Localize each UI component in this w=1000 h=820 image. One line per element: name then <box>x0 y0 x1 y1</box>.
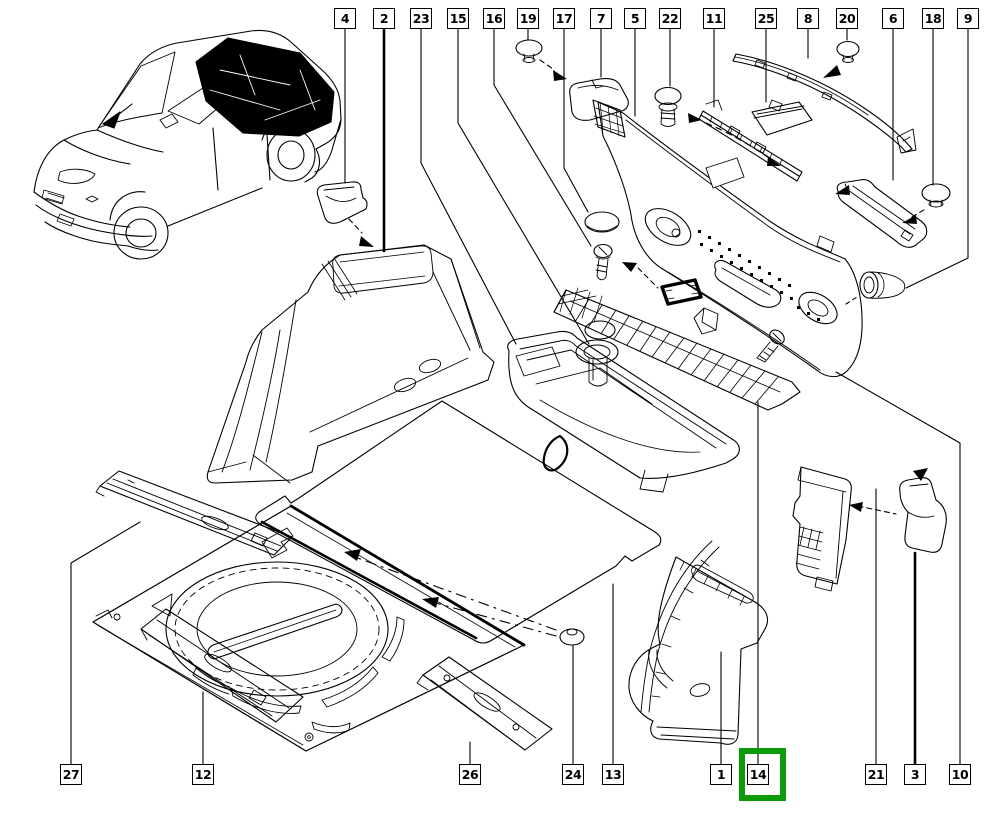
arrow-icon <box>823 65 841 78</box>
boot-floor-panel <box>92 504 526 752</box>
arrow-icon <box>849 502 863 512</box>
leader-line-27 <box>70 521 141 765</box>
arrow-icon <box>688 113 702 123</box>
part-16-screw <box>593 243 613 281</box>
part-7-small-bracket-trim <box>539 59 629 121</box>
leader-line-16 <box>493 27 592 247</box>
callout-16[interactable]: 16 <box>483 8 505 29</box>
part-14-boot-sill-scuff-plate <box>553 287 801 411</box>
tailgate-trim-panel <box>592 99 863 378</box>
arrow-icon <box>902 215 917 224</box>
callout-21[interactable]: 21 <box>865 764 887 785</box>
leader-line-15 <box>457 27 590 345</box>
leader-line-23 <box>420 27 517 345</box>
callout-7[interactable]: 7 <box>590 8 612 29</box>
highlight-frame <box>739 748 786 801</box>
callout-10[interactable]: 10 <box>949 764 971 785</box>
arrow-icon <box>344 549 361 561</box>
part-26-floor-rail <box>416 656 553 751</box>
leader-line-17 <box>563 27 589 213</box>
part-2-left-quarter-trim-panel <box>206 244 495 484</box>
callout-4[interactable]: 4 <box>334 8 356 29</box>
callout-18[interactable]: 18 <box>922 8 944 29</box>
callout-26[interactable]: 26 <box>459 764 481 785</box>
callout-5[interactable]: 5 <box>624 8 646 29</box>
part-4-small-trim-piece <box>316 181 374 247</box>
callout-8[interactable]: 8 <box>797 8 819 29</box>
part-21-side-bracket-panel <box>792 466 852 592</box>
callout-27[interactable]: 27 <box>60 764 82 785</box>
arrow-icon <box>913 468 928 481</box>
arrow-icon <box>359 236 374 247</box>
part-8-upper-tailgate-strip <box>732 53 917 154</box>
callout-23[interactable]: 23 <box>410 8 432 29</box>
part-3-cover-cap <box>849 468 947 553</box>
callout-24[interactable]: 24 <box>562 764 584 785</box>
part-18-cover-cap <box>902 183 951 224</box>
arrow-icon <box>622 262 637 272</box>
leader-lines <box>70 26 969 766</box>
part-12-floor-rail <box>140 608 304 723</box>
arrow-icon <box>422 597 439 608</box>
arrow-icon <box>835 185 850 195</box>
leader-line-9 <box>905 27 969 289</box>
part-9-cylindrical-grommet <box>845 271 906 305</box>
cable-loop <box>542 434 569 472</box>
leader-line-10 <box>835 371 961 765</box>
part-6-side-bracket <box>835 179 928 248</box>
part-19-plastic-clip <box>515 39 543 63</box>
callout-15[interactable]: 15 <box>447 8 469 29</box>
callout-12[interactable]: 12 <box>192 764 214 785</box>
callout-13[interactable]: 13 <box>602 764 624 785</box>
screw-fastener <box>756 329 785 363</box>
end-bracket <box>896 128 917 154</box>
callout-9[interactable]: 9 <box>957 8 979 29</box>
part-25-flat-strip <box>751 101 813 136</box>
part-23-storage-tray <box>507 330 740 493</box>
car-overview-drawing <box>33 29 342 260</box>
part-17-cover-cap <box>584 211 620 233</box>
part-15-rubber-buffer <box>575 320 619 387</box>
callout-6[interactable]: 6 <box>882 8 904 29</box>
callout-25[interactable]: 25 <box>755 8 777 29</box>
callout-2[interactable]: 2 <box>373 8 395 29</box>
callout-11[interactable]: 11 <box>703 8 725 29</box>
direction-arrow-icon <box>102 111 121 129</box>
callout-3[interactable]: 3 <box>904 764 926 785</box>
small-clip <box>693 307 719 335</box>
car-cargo-area-dark <box>195 37 335 137</box>
callout-19[interactable]: 19 <box>517 8 539 29</box>
callout-22[interactable]: 22 <box>659 8 681 29</box>
callout-20[interactable]: 20 <box>836 8 858 29</box>
part-13-boot-carpet <box>255 400 662 644</box>
arrow-icon <box>553 70 567 81</box>
callout-1[interactable]: 1 <box>710 764 732 785</box>
part-1-right-quarter-trim-panel <box>628 540 769 745</box>
part-20-plastic-clip <box>823 40 860 78</box>
callout-17[interactable]: 17 <box>553 8 575 29</box>
part-11-mounting-rail <box>698 99 803 182</box>
part-24-grommet <box>559 628 585 646</box>
rivet-dots <box>698 230 820 321</box>
callout-14[interactable]: 14 <box>747 764 769 785</box>
